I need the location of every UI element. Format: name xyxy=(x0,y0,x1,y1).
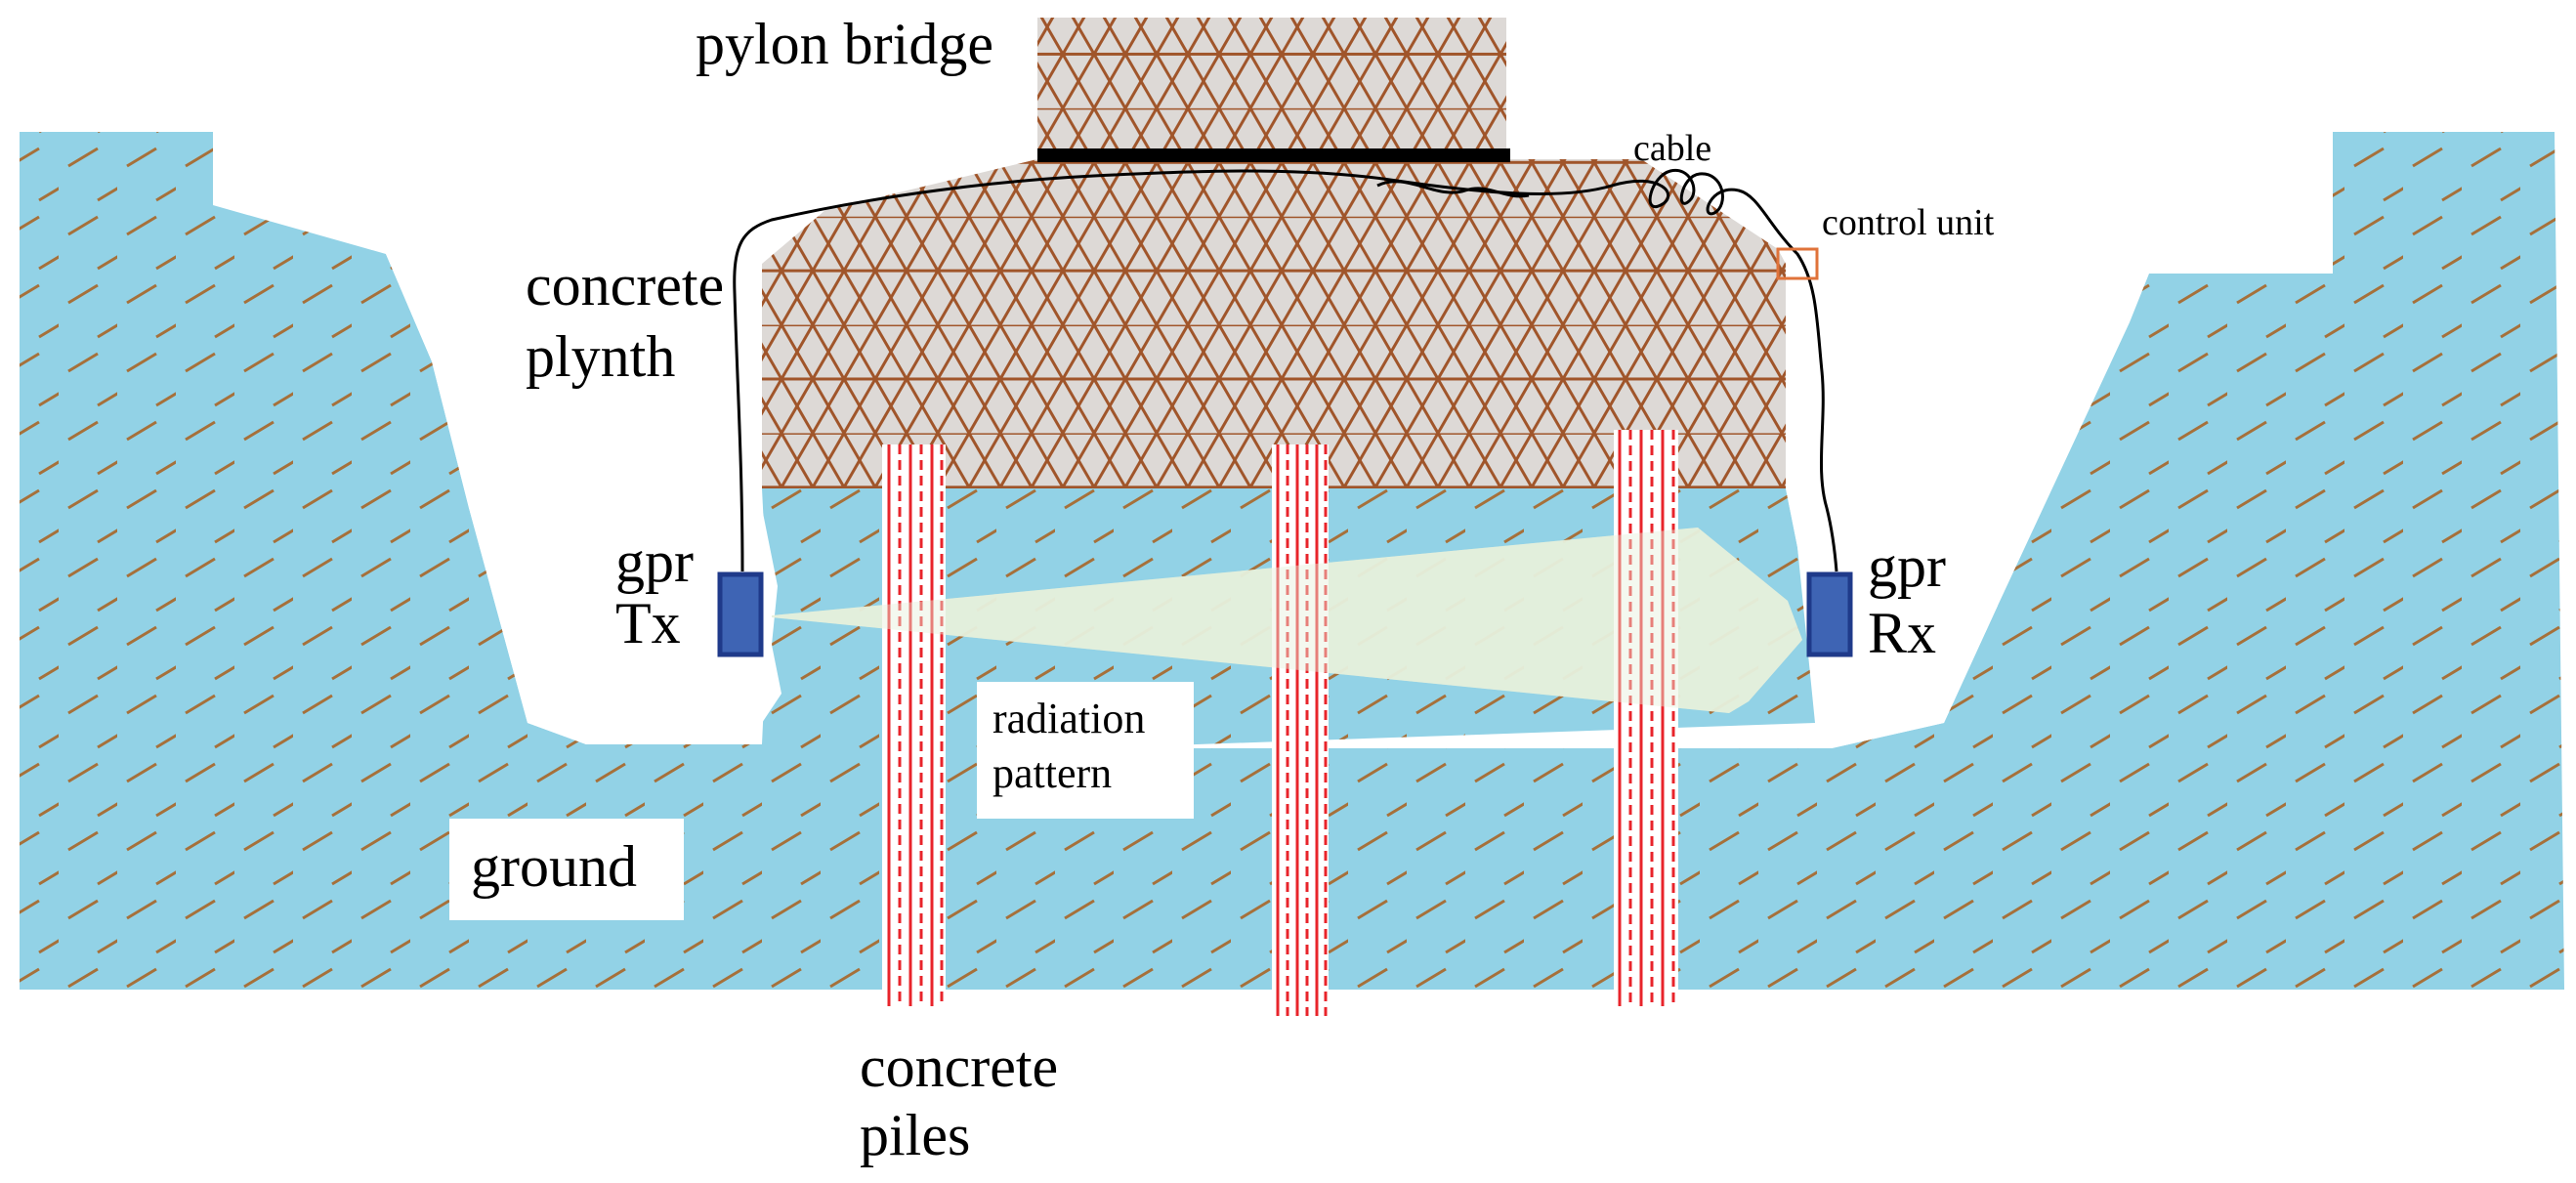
gpr-rx-antenna xyxy=(1806,571,1853,657)
concrete-plinth xyxy=(762,159,1786,488)
label-radiation-pattern-1: radiation xyxy=(992,695,1145,742)
gpr-tx-antenna xyxy=(717,571,764,657)
radiation-label-bg xyxy=(977,682,1194,819)
label-concrete-plynth-1: concrete xyxy=(526,253,724,317)
bridge-base-plate xyxy=(1037,148,1510,162)
pylon-bridge-column xyxy=(1037,18,1510,162)
label-radiation-pattern-2: pattern xyxy=(992,749,1112,797)
concrete-pile-3 xyxy=(1614,430,1678,1006)
radiation-pattern-overlay xyxy=(772,528,1802,713)
label-concrete-piles-1: concrete xyxy=(860,1035,1058,1099)
label-pylon-bridge: pylon bridge xyxy=(696,12,993,76)
concrete-pile-1 xyxy=(882,444,946,1006)
label-concrete-piles-2: piles xyxy=(860,1103,970,1167)
label-control-unit: control unit xyxy=(1822,202,1995,243)
label-gpr-rx-1: gpr xyxy=(1868,534,1946,599)
control-unit xyxy=(1776,247,1819,280)
concrete-piles xyxy=(882,430,1678,1016)
pit-void xyxy=(386,254,1998,748)
label-ground: ground xyxy=(471,834,637,899)
label-gpr-tx-1: gpr xyxy=(615,529,694,594)
ground-body xyxy=(20,132,2564,990)
concrete-pile-2 xyxy=(1272,444,1329,1016)
label-gpr-rx-2: Rx xyxy=(1868,601,1936,665)
label-concrete-plynth-2: plynth xyxy=(526,324,675,389)
cable-wiggle xyxy=(1376,180,1530,198)
ground-label-bg xyxy=(449,819,684,920)
label-gpr-tx-2: Tx xyxy=(615,591,681,655)
label-cable: cable xyxy=(1633,128,1711,169)
